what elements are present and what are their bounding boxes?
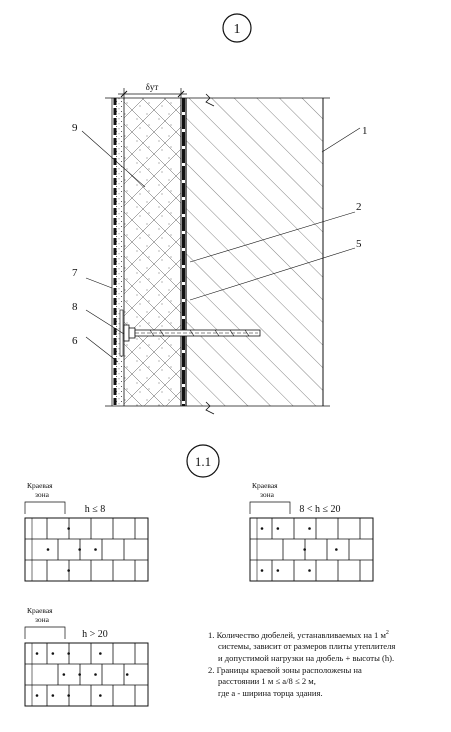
dowel-dot — [308, 527, 311, 530]
callout-leaders — [81, 127, 361, 363]
dowel-dot — [62, 673, 66, 676]
edge-zone-label: зона — [260, 490, 275, 499]
dowel-dot — [308, 569, 311, 572]
height-range-label: h ≤ 8 — [85, 504, 106, 515]
dowel-dot — [335, 548, 338, 551]
callout-5: 5 — [356, 238, 362, 250]
insulation-thickness-dimension: δут — [118, 82, 187, 100]
callout-6: 6 — [72, 335, 78, 347]
dimension-label: δут — [146, 82, 159, 92]
dowel — [119, 309, 261, 357]
section-marker-detail: 1.1 — [186, 444, 220, 478]
dowel-dot — [99, 694, 102, 697]
dowel-dot — [51, 652, 55, 655]
callout-1: 1 — [362, 125, 368, 137]
callout-numbers: 1 2 5 9 7 8 6 — [72, 122, 368, 347]
dowel-dot — [99, 652, 102, 655]
notes-block: 1. Количество дюбелей, устанавливаемых н… — [208, 628, 448, 700]
callout-7: 7 — [72, 267, 78, 279]
dowel-dot — [78, 673, 81, 676]
dowel-dot — [260, 569, 264, 572]
height-range-label: h > 20 — [82, 629, 108, 640]
dowel-dot — [94, 548, 97, 551]
note-1: 1. Количество дюбелей, устанавливаемых н… — [208, 629, 396, 663]
dowel-dot — [35, 652, 39, 655]
edge-zone-label: Краевая — [252, 481, 278, 490]
base-wall — [105, 93, 330, 415]
section-marker-detail-label: 1.1 — [195, 454, 211, 469]
edge-zone-label: Краевая — [27, 481, 53, 490]
edge-zone-label: зона — [35, 615, 50, 624]
section-marker-main-label: 1 — [234, 22, 241, 37]
section-marker-main: 1 — [222, 13, 252, 43]
dowel-dot — [67, 652, 70, 655]
dowel-dot — [94, 673, 97, 676]
callout-8: 8 — [72, 301, 78, 313]
dowel-dot — [35, 694, 39, 697]
edge-zone-label: Краевая — [27, 606, 53, 615]
height-range-label: 8 < h ≤ 20 — [299, 504, 340, 515]
insulation-layer — [123, 98, 182, 406]
dowel-dot — [51, 694, 55, 697]
dowel-dot — [125, 673, 129, 676]
dowel-dot — [67, 569, 70, 572]
dowel-dot — [276, 527, 280, 530]
callout-2: 2 — [356, 201, 362, 213]
dowel-dot — [46, 548, 50, 551]
dowel-dot — [276, 569, 280, 572]
dowel-dot — [67, 694, 70, 697]
callout-9: 9 — [72, 122, 78, 134]
dowel-dot — [303, 548, 306, 551]
edge-zone-label: зона — [35, 490, 50, 499]
dowel-dot — [260, 527, 264, 530]
plaster-layer — [111, 98, 124, 406]
dowel-dot — [67, 527, 70, 530]
dowel-dot — [78, 548, 81, 551]
